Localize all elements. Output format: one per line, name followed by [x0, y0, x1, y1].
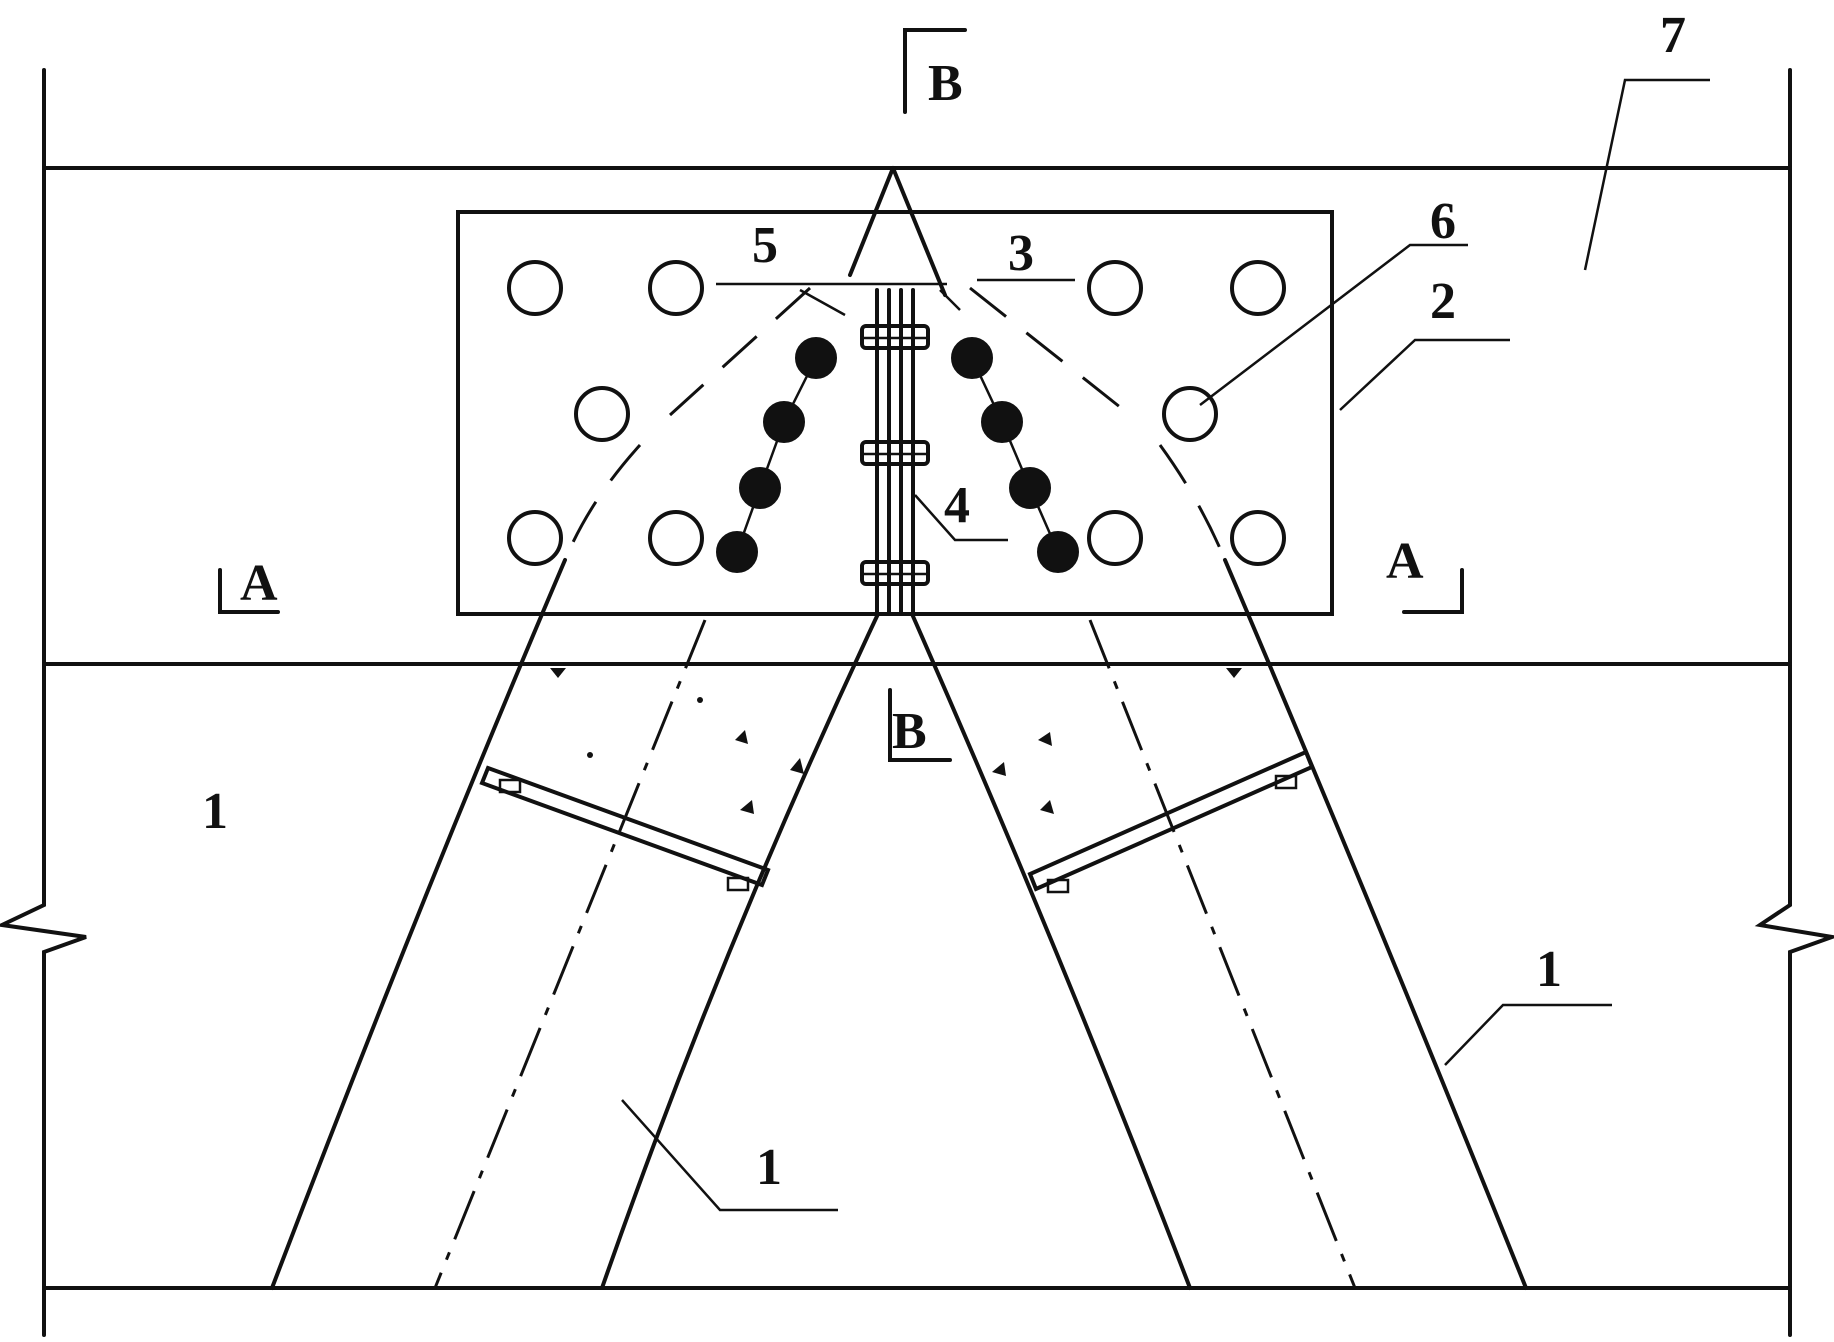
bolt-hole	[1230, 510, 1286, 566]
left-break-line	[0, 68, 87, 1337]
part-3-label: 3	[1008, 225, 1034, 282]
brace-stiffeners	[479, 749, 1315, 894]
bolt-hole	[507, 510, 563, 566]
part-1-bottom-label: 1	[756, 1139, 782, 1196]
bolt	[763, 401, 805, 443]
leader-2	[1339, 338, 1510, 411]
part-7-label: 7	[1660, 7, 1686, 64]
section-a-left-label: A	[240, 555, 278, 612]
part-5-label: 5	[752, 217, 778, 274]
section-a-right-marker	[1402, 568, 1464, 614]
bolt	[795, 337, 837, 379]
open-bolt-holes	[507, 260, 1286, 566]
left-brace-outer	[270, 558, 567, 1290]
diagonal-braces	[270, 558, 1528, 1290]
filled-bolts	[716, 337, 1079, 573]
leader-6	[1199, 243, 1468, 406]
bolt	[716, 531, 758, 573]
leader-lines	[621, 78, 1710, 1212]
section-b-top-label: B	[928, 55, 963, 112]
bolt-hole	[507, 260, 563, 316]
part-6-label: 6	[1430, 193, 1456, 250]
bolt-hole	[1087, 260, 1143, 316]
part-4-label: 4	[944, 477, 970, 534]
labels: B B A A 7 6 2 5 3 4 1 1 1	[202, 7, 1686, 1196]
section-a-left-marker	[218, 568, 280, 614]
bolt-hole	[648, 510, 704, 566]
right-brace-inner	[910, 612, 1192, 1290]
bolt-hole	[574, 386, 630, 442]
hidden-brace-lines	[563, 286, 1227, 561]
weld-marks	[550, 668, 1242, 814]
right-brace-centerline	[1088, 619, 1357, 1289]
bolt-hole	[648, 260, 704, 316]
section-a-right-label: A	[1386, 533, 1424, 590]
left-brace-inner	[600, 612, 880, 1290]
leader-7	[1583, 78, 1710, 271]
right-brace-outer	[1223, 558, 1528, 1290]
section-markers	[218, 28, 1464, 762]
leader-1-bottom	[621, 1099, 838, 1212]
apex-lines	[716, 166, 1075, 297]
left-brace-centerline	[433, 619, 707, 1289]
section-b-top-marker	[903, 28, 967, 114]
gusset-plate	[456, 210, 1334, 616]
bolt-hole	[1230, 260, 1286, 316]
frame	[0, 68, 1834, 1337]
right-break-line	[1754, 68, 1834, 1337]
bolt	[1009, 467, 1051, 509]
section-b-bottom-marker	[888, 688, 952, 762]
leader-4	[914, 494, 1008, 542]
part-1-left-label: 1	[202, 783, 228, 840]
part-2-label: 2	[1430, 273, 1456, 330]
part-1-right-label: 1	[1536, 941, 1562, 998]
bolt	[739, 467, 781, 509]
leader-1-right	[1444, 1003, 1612, 1066]
central-splice	[860, 288, 930, 614]
bolt-hole	[1087, 510, 1143, 566]
section-b-bottom-label: B	[892, 703, 927, 760]
bolt	[1037, 531, 1079, 573]
bolt	[981, 401, 1023, 443]
bolt	[951, 337, 993, 379]
bolt-hole	[1162, 386, 1218, 442]
